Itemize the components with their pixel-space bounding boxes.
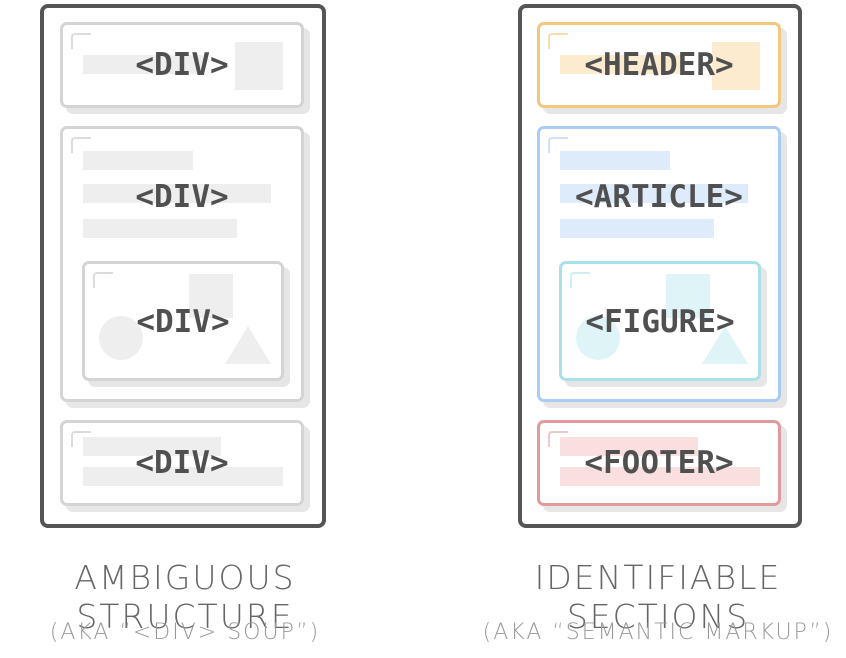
placeholder-triangle (702, 326, 748, 364)
placeholder-triangle (225, 326, 271, 364)
header-tag-label: <HEADER> (584, 47, 734, 83)
corner-mark (71, 33, 91, 49)
footer-tag-label: <FOOTER> (584, 445, 734, 481)
placeholder-bar (560, 184, 748, 203)
left-div-footer: <DIV> (60, 420, 304, 506)
placeholder-bar (560, 219, 714, 238)
header-section: <HEADER> (537, 22, 781, 108)
corner-mark (93, 272, 113, 288)
right-caption: IDENTIFIABLE SECTIONS (534, 558, 782, 636)
placeholder-bar (83, 437, 221, 456)
placeholder-bar (560, 55, 680, 74)
left-caption: AMBIGUOUS STRUCTURE (74, 558, 296, 636)
placeholder-square (235, 42, 283, 90)
placeholder-circle (99, 316, 143, 360)
placeholder-bar (560, 437, 698, 456)
corner-mark (548, 431, 568, 447)
div-tag-label: <DIV> (135, 47, 229, 83)
placeholder-circle (576, 316, 620, 360)
corner-mark (548, 137, 568, 153)
div-tag-label: <DIV> (135, 179, 229, 215)
left-div-header: <DIV> (60, 22, 304, 108)
placeholder-bar (560, 151, 670, 170)
placeholder-bar (83, 151, 193, 170)
placeholder-bar (83, 55, 203, 74)
figure-section: <FIGURE> (559, 261, 761, 381)
figure-tag-label: <FIGURE> (585, 304, 735, 340)
placeholder-bar (83, 219, 237, 238)
right-subcaption: (AKA “SEMANTIC MARKUP”) (482, 620, 834, 645)
placeholder-square (712, 42, 760, 90)
div-tag-label: <DIV> (135, 445, 229, 481)
corner-mark (71, 431, 91, 447)
placeholder-bar (83, 184, 271, 203)
placeholder-square (189, 274, 233, 318)
left-div-figure: <DIV> (82, 261, 284, 381)
placeholder-bar (560, 467, 760, 486)
footer-section: <FOOTER> (537, 420, 781, 506)
placeholder-square (666, 274, 710, 318)
placeholder-bar (83, 467, 283, 486)
corner-mark (71, 137, 91, 153)
article-tag-label: <ARTICLE> (575, 179, 743, 215)
corner-mark (570, 272, 590, 288)
corner-mark (548, 33, 568, 49)
left-subcaption: (AKA “<DIV> SOUP”) (49, 620, 321, 645)
div-tag-label: <DIV> (136, 304, 230, 340)
